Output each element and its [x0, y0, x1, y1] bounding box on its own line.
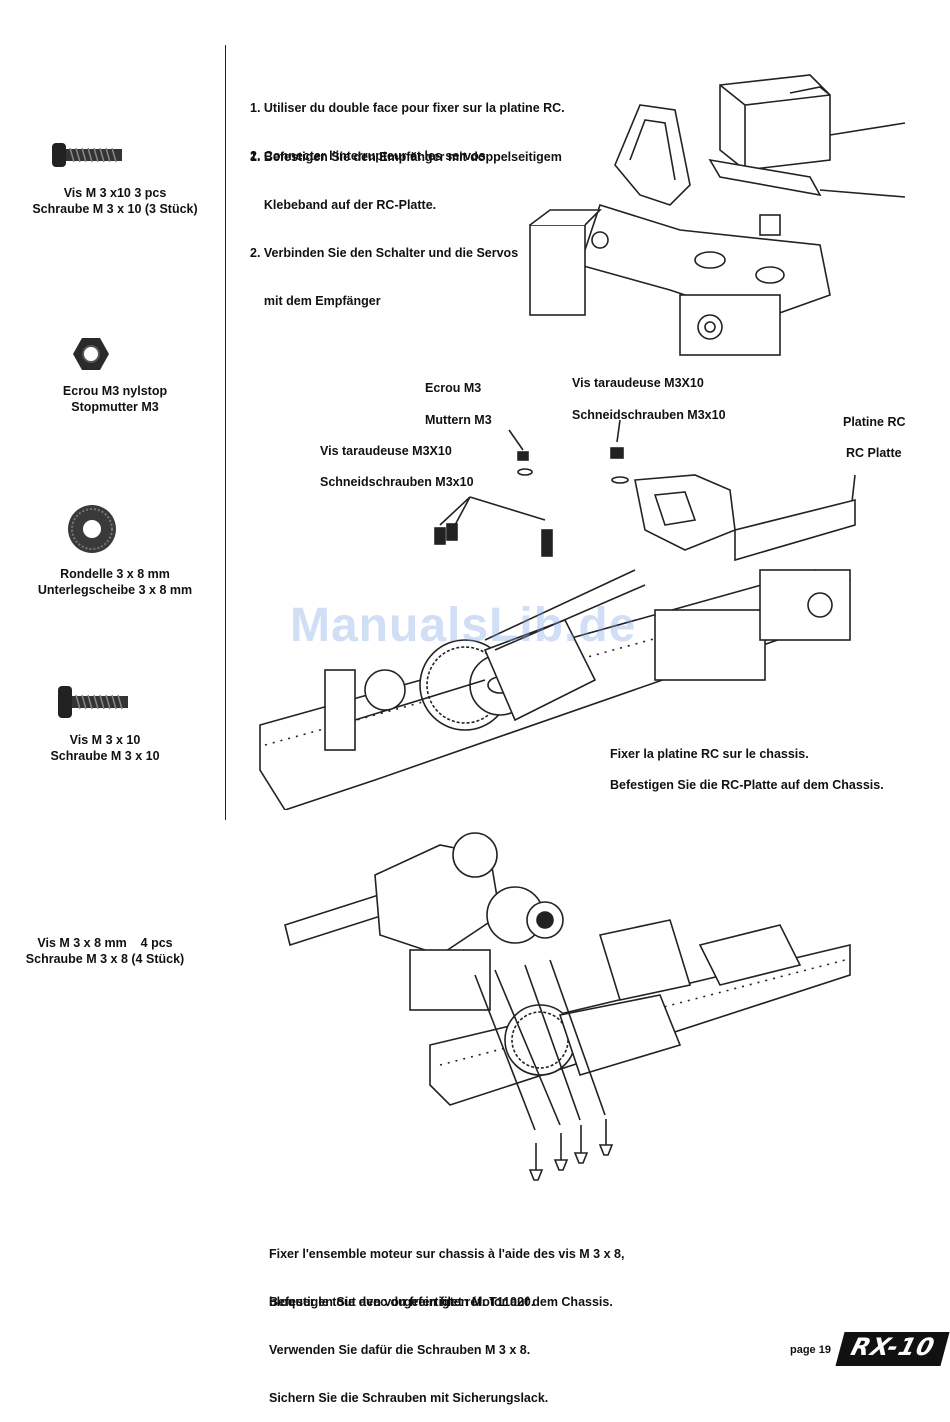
part-name-fr: Rondelle 3 x 8 mm: [60, 567, 170, 581]
engine-chassis-illustration: [284, 832, 851, 1181]
part-caption-1: Vis M 3 x10 3 pcs Schraube M 3 x 10 (3 S…: [0, 185, 230, 217]
instruction-line: 1. Befestigen Sie den Empfänger mit dopp…: [250, 150, 562, 164]
step2-instruction-fr: Fixer la platine RC sur le chassis.: [610, 747, 809, 761]
part-name-fr: Vis M 3 x 8 mm 4 pcs: [37, 936, 173, 950]
instruction-line: Klebeband auf der RC-Platte.: [250, 198, 437, 212]
page-number: page 19: [790, 1344, 831, 1356]
rc-plate-illustration: [529, 74, 906, 356]
instruction-line: Befestigen Sie den vorgefertigten Motor …: [269, 1295, 613, 1309]
screw-icon: [58, 686, 128, 718]
label-platine-rc: Platine RC: [843, 415, 906, 429]
part-name-fr: Vis M 3 x 10: [69, 733, 141, 747]
label-vis-taraudeuse: Vis taraudeuse M3X10: [320, 444, 452, 458]
part-name-de: Schraube M 3 x 10 (3 Stück): [32, 202, 198, 216]
instruction-line: Verwenden Sie dafür die Schrauben M 3 x …: [269, 1343, 531, 1357]
label-rc-platte: RC Platte: [846, 446, 902, 460]
instruction-line: bloquer le tout avec du frein filet réf:…: [269, 1295, 535, 1309]
watermark: ManualsLib.de: [290, 599, 637, 652]
part-caption-2: Ecrou M3 nylstop Stopmutter M3: [0, 383, 230, 415]
instruction-line: 2. Verbinden Sie den Schalter und die Se…: [250, 246, 519, 260]
part-name-de: Schraube M 3 x 10: [50, 749, 160, 763]
label-ecrou: Ecrou M3: [425, 381, 482, 395]
part-name-fr: Ecrou M3 nylstop: [62, 384, 168, 398]
part-name-de: Schraube M 3 x 8 (4 Stück): [25, 952, 185, 966]
screw-icon: [52, 143, 122, 167]
part-name-de: Stopmutter M3: [71, 400, 159, 414]
part-caption-4: Vis M 3 x 10 Schraube M 3 x 10: [0, 732, 220, 764]
nut-icon: [73, 338, 109, 370]
step1-instructions-fr: 1. Utiliser du double face pour fixer su…: [250, 68, 565, 180]
step2-instruction-de: Befestigen Sie die RC-Platte auf dem Cha…: [610, 778, 884, 792]
instruction-line: 1. Utiliser du double face pour fixer su…: [250, 101, 565, 115]
label-schneidschrauben: Schneidschrauben M3x10: [320, 475, 474, 489]
part-name-de: Unterlegscheibe 3 x 8 mm: [37, 583, 193, 597]
label-muttern: Muttern M3: [425, 413, 492, 427]
part-name-fr: Vis M 3 x10 3 pcs: [63, 186, 167, 200]
instruction-line: mit dem Empfänger: [250, 294, 381, 308]
rx10-logo: RX-10: [835, 1332, 950, 1366]
step3-instructions-de: Befestigen Sie den vorgefertigten Motor …: [269, 1262, 613, 1422]
washer-icon: [68, 505, 116, 553]
logo-text: RX-10: [848, 1333, 939, 1361]
label-vis-taraudeuse: Vis taraudeuse M3X10: [572, 376, 704, 390]
part-caption-5: Vis M 3 x 8 mm 4 pcs Schraube M 3 x 8 (4…: [0, 935, 220, 967]
label-schneidschrauben: Schneidschrauben M3x10: [572, 408, 726, 422]
step3-instructions-fr: Fixer l'ensemble moteur sur chassis à l'…: [269, 1214, 624, 1326]
instruction-line: Sichern Sie die Schrauben mit Sicherungs…: [269, 1391, 549, 1405]
instruction-line: 2. Connecter l'interrupteur et les servo…: [250, 149, 490, 163]
part-caption-3: Rondelle 3 x 8 mm Unterlegscheibe 3 x 8 …: [0, 566, 230, 598]
column-divider: [225, 45, 226, 820]
chassis-rc-illustration: [259, 420, 856, 810]
step1-instructions-de: 1. Befestigen Sie den Empfänger mit dopp…: [250, 117, 562, 325]
instruction-line: Fixer l'ensemble moteur sur chassis à l'…: [269, 1247, 625, 1261]
